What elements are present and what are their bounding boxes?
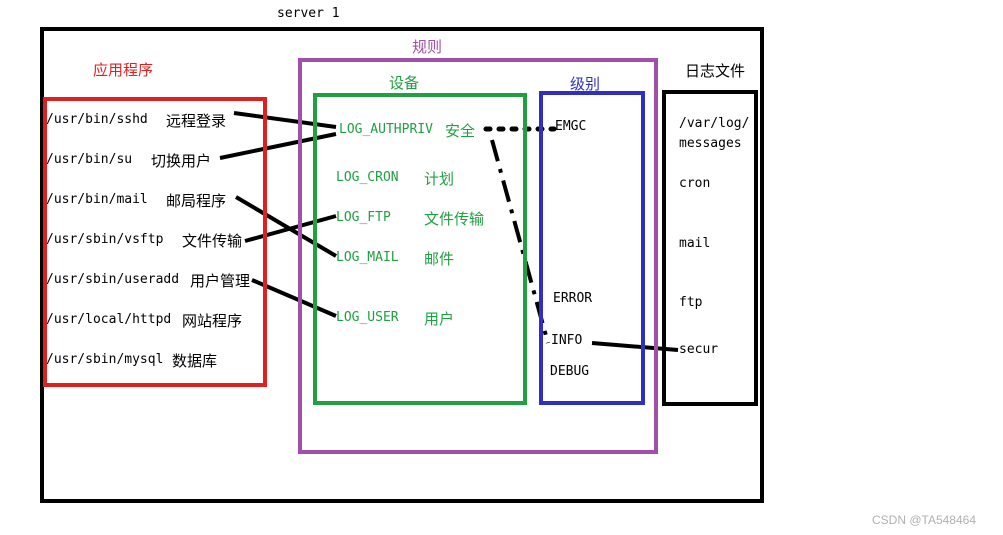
app-desc: 网站程序 — [182, 312, 243, 330]
level-label: EMGC — [555, 119, 587, 134]
level-label: INFO — [551, 333, 583, 348]
logfile-label: ftp — [679, 295, 703, 310]
server-box — [40, 27, 764, 503]
facility-desc: 用户 — [424, 310, 455, 328]
facility-desc: 文件传输 — [424, 210, 485, 228]
app-path: /usr/local/httpd — [46, 312, 172, 327]
facility-name: LOG_MAIL — [336, 250, 399, 265]
app-desc: 切换用户 — [151, 152, 212, 170]
logfile-label: cron — [679, 176, 711, 191]
level-label: DEBUG — [550, 364, 590, 379]
connector-vsftp-ftp — [244, 214, 337, 243]
watermark: CSDN @TA548464 — [872, 513, 977, 527]
levels-title: 级别 — [570, 75, 601, 93]
app-desc: 邮局程序 — [166, 192, 227, 210]
app-path: /usr/sbin/useradd — [46, 272, 180, 287]
facility-name: LOG_CRON — [336, 170, 399, 185]
apps-box — [43, 97, 267, 387]
facilities-box — [313, 93, 527, 405]
app-desc: 数据库 — [172, 352, 218, 370]
app-path: /usr/bin/sshd — [46, 112, 148, 127]
facility-desc: 邮件 — [424, 250, 455, 268]
app-desc: 用户管理 — [190, 272, 251, 290]
facility-name: LOG_FTP — [336, 210, 391, 225]
connector-sshd-authpriv — [233, 111, 337, 129]
apps-title: 应用程序 — [93, 61, 154, 79]
server-label: server 1 — [277, 6, 340, 21]
facility-name: LOG_USER — [336, 310, 399, 325]
facility-desc: 安全 — [445, 122, 476, 140]
app-path: /usr/sbin/mysql — [46, 352, 164, 367]
logfiles-box — [662, 90, 758, 406]
facility-name: LOG_AUTHPRIV — [339, 122, 433, 137]
app-path: /usr/bin/su — [46, 152, 133, 167]
connector-authpriv-info — [490, 139, 550, 344]
app-desc: 远程登录 — [166, 112, 227, 130]
rule-label: 规则 — [412, 38, 443, 56]
app-path: /usr/sbin/vsftp — [46, 232, 164, 247]
facilities-title: 设备 — [389, 74, 420, 92]
logfiles-title: 日志文件 — [685, 62, 746, 80]
logfile-label: mail — [679, 236, 711, 251]
connector-mail-mail — [234, 195, 338, 258]
level-label: ERROR — [553, 291, 593, 306]
logfile-label: secur — [679, 342, 719, 357]
app-path: /usr/bin/mail — [46, 192, 148, 207]
logfile-label: /var/log/ — [679, 116, 750, 131]
rules-box — [298, 58, 658, 454]
logfile-label: messages — [679, 136, 742, 151]
facility-desc: 计划 — [424, 170, 455, 188]
app-desc: 文件传输 — [182, 232, 243, 250]
levels-box — [539, 91, 645, 405]
